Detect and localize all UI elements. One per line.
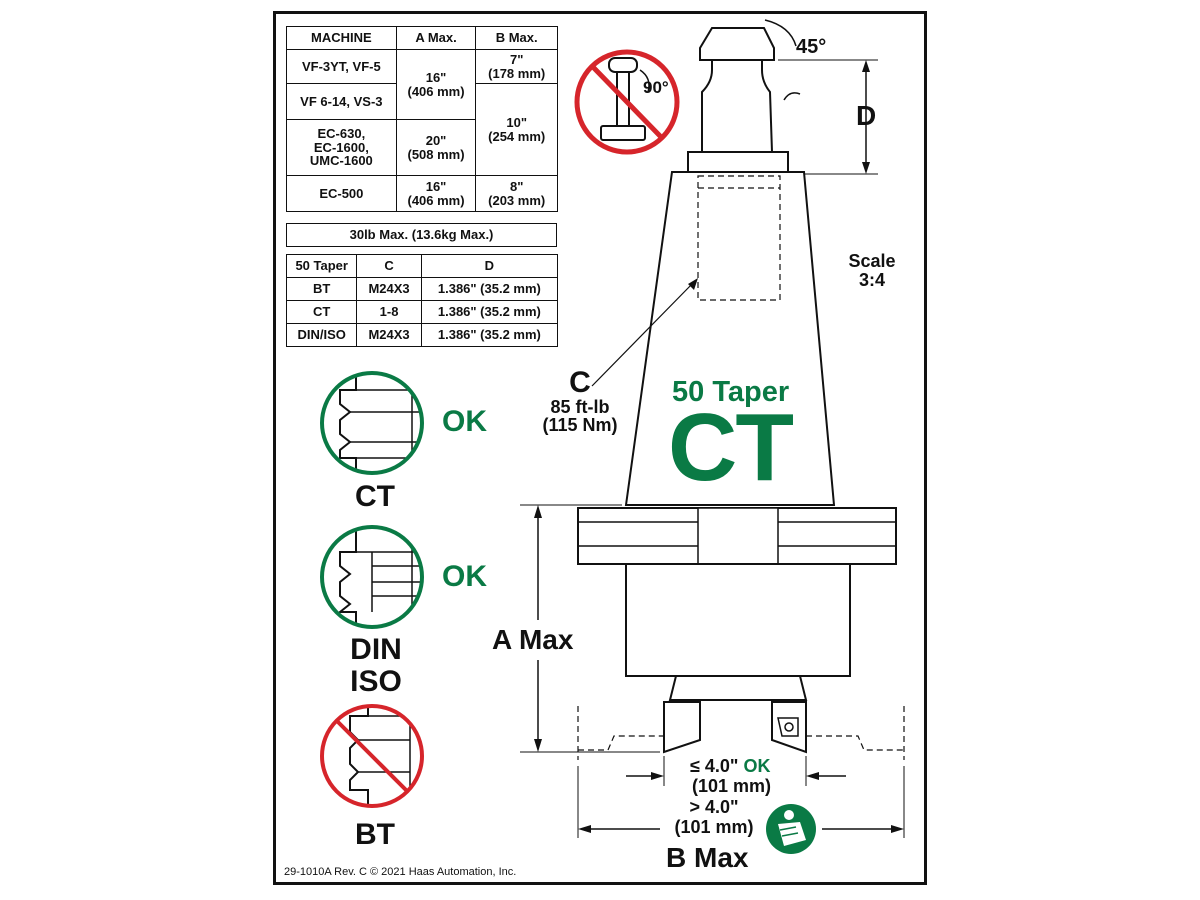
b-small-mm: (101 mm) (692, 776, 772, 796)
a-max-cell: 16" (406 mm) (395, 175, 477, 212)
a-max-label: A Max (492, 624, 574, 655)
a-max-mm: (508 mm) (407, 146, 465, 162)
machine-name-line: EC-1600, (313, 139, 369, 155)
c-leader-line (591, 281, 695, 387)
pull-stud (687, 27, 789, 173)
col-header-d: D (420, 254, 559, 278)
b-max-cell: 8" (203 mm) (475, 175, 558, 212)
b-max-cell: 7" (178 mm) (475, 49, 558, 84)
d-dimension-label: D (856, 100, 877, 131)
taper-table: 50 Taper C D BT M24X3 1.386" (35.2 mm) C… (285, 254, 559, 347)
c-torque-callout: C 85 ft-lb (115 Nm) (520, 366, 640, 435)
taper-cell: DIN/ISO (285, 323, 358, 347)
a-max-mm: (406 mm) (407, 192, 465, 208)
b-small-prefix: ≤ 4.0" (690, 756, 739, 776)
b-max-inch: 7" (509, 51, 524, 67)
machine-cell: VF 6-14, VS-3 (286, 83, 397, 120)
din-flange-detail (320, 525, 424, 629)
b-max-inch: 8" (509, 178, 524, 194)
din-name-label: DIN (350, 633, 402, 666)
bt-name-label: BT (355, 818, 395, 851)
b-max-mm: (178 mm) (488, 65, 546, 81)
c-cell: M24X3 (356, 323, 422, 347)
b-large-mm: (101 mm) (674, 816, 754, 837)
arrow-head (862, 60, 870, 72)
angle-45-label: 45° (796, 36, 827, 58)
c-torque-nm: (115 Nm) (542, 415, 618, 435)
col-header-b-max: B Max. (475, 26, 558, 50)
arrow-head (534, 505, 542, 518)
a-max-inch: 16" (425, 69, 447, 85)
machine-name-line: UMC-1600 (309, 153, 373, 169)
ct-flange-detail (320, 371, 424, 475)
cutter-inserts (577, 701, 905, 760)
c-label: C (569, 366, 591, 399)
b-max-label: B Max (666, 842, 749, 873)
a-max-mm: (406 mm) (407, 83, 465, 99)
arrow-head (806, 772, 819, 780)
machine-table: MACHINE A Max. B Max. VF-3YT, VF-5 16" (… (286, 26, 558, 212)
arrow-head (688, 278, 698, 290)
col-header-taper: 50 Taper (285, 254, 358, 278)
taper-name-label: 50 Taper (672, 376, 790, 408)
arrow-head (862, 162, 870, 174)
din-iso-label: DIN ISO (345, 634, 407, 697)
taper-cell: BT (285, 277, 358, 301)
scale-label: Scale 3:4 (836, 252, 908, 290)
footer-revision: 29-1010A Rev. C © 2021 Haas Automation, … (284, 866, 517, 878)
d-cell: 1.386" (35.2 mm) (420, 323, 559, 347)
no-90-degree-stud-icon (574, 49, 680, 155)
b-large-label: > 4.0" (101 mm) (664, 797, 764, 838)
a-max-inch: 20" (425, 132, 447, 148)
b-max-mm: (203 mm) (488, 192, 546, 208)
angle-45-arc (764, 19, 797, 47)
arrow-head (534, 739, 542, 752)
angle-90-label: 90° (643, 78, 669, 97)
din-ok-label: OK (442, 560, 487, 593)
taper-body (577, 171, 897, 701)
b-max-inch: 10" (506, 114, 527, 130)
weight-limit-box: 30lb Max. (13.6kg Max.) (286, 223, 557, 247)
iso-name-label: ISO (350, 664, 402, 698)
a-max-inch: 16" (425, 178, 447, 194)
c-cell: M24X3 (356, 277, 422, 301)
a-max-cell: 16" (406 mm) (395, 49, 477, 120)
read-manual-icon (766, 804, 816, 854)
b-max-mm: (254 mm) (488, 128, 546, 144)
arrow-head (891, 825, 904, 833)
d-cell: 1.386" (35.2 mm) (420, 300, 559, 324)
c-torque-ftlb: 85 ft-lb (550, 397, 610, 417)
ct-ok-label: OK (442, 405, 487, 438)
bt-flange-detail (320, 704, 424, 808)
taper-type-label: CT (668, 394, 794, 501)
scale-label-line: Scale (848, 251, 896, 271)
angle-arc (783, 92, 801, 101)
b-large-inch: > 4.0" (689, 797, 739, 817)
machine-name-line: EC-630, (317, 126, 366, 142)
arrow-head (651, 772, 664, 780)
col-header-c: C (356, 254, 422, 278)
a-max-cell: 20" (508 mm) (395, 119, 477, 176)
machine-cell: EC-500 (286, 175, 397, 212)
b-small-label: ≤ 4.0" OK (690, 756, 770, 777)
c-cell: 1-8 (356, 300, 422, 324)
ct-name-label: CT (355, 480, 395, 513)
arrow-head (578, 825, 591, 833)
scale-label-value: 3:4 (858, 269, 885, 290)
machine-cell: EC-630, EC-1600, UMC-1600 (286, 119, 397, 176)
b-small-ok: OK (743, 756, 771, 776)
